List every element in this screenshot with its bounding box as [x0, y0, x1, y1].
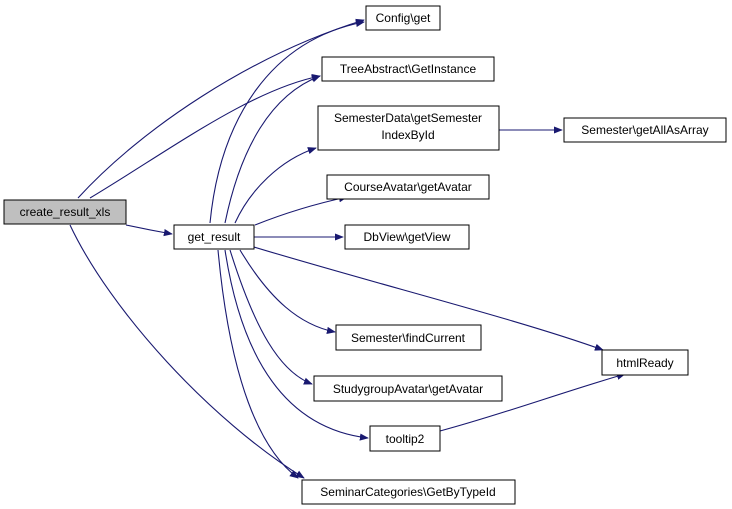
edge-get_result-to-course_avatar — [254, 195, 348, 226]
edge-get_result-to-html_ready — [253, 246, 604, 351]
node-get_result[interactable]: get_result — [173, 224, 255, 250]
edge-get_result-to-studygroup_avatar — [229, 249, 313, 385]
node-course_avatar[interactable]: CourseAvatar\getAvatar — [326, 174, 490, 200]
edge-get_result-to-semester_find_current — [239, 249, 336, 334]
node-label: Config\get — [376, 11, 431, 25]
edge-create_result_xls-to-get_result — [125, 224, 173, 237]
node-label: tooltip2 — [386, 432, 425, 446]
edge-tooltip2-to-html_ready — [439, 372, 626, 432]
node-html_ready[interactable]: htmlReady — [601, 349, 689, 376]
edge-get_result-to-tree_get_instance — [224, 75, 321, 224]
edge-get_result-to-tooltip2 — [224, 249, 369, 441]
node-label: create_result_xls — [20, 205, 111, 219]
node-label: StudygroupAvatar\getAvatar — [333, 382, 483, 396]
node-label: Semester\getAllAsArray — [581, 123, 708, 137]
node-studygroup_avatar[interactable]: StudygroupAvatar\getAvatar — [313, 375, 503, 402]
node-dbview_get_view[interactable]: DbView\getView — [344, 224, 470, 250]
node-label-line1: SemesterData\getSemester — [334, 111, 482, 125]
edge-create_result_xls-to-config_get — [77, 18, 365, 199]
node-semester_data[interactable]: SemesterData\getSemester IndexById — [317, 105, 500, 151]
node-label: SeminarCategories\GetByTypeId — [320, 485, 495, 499]
node-label: DbView\getView — [364, 230, 451, 244]
node-tree_get_instance[interactable]: TreeAbstract\GetInstance — [321, 56, 495, 82]
node-label-line2: IndexById — [381, 128, 434, 142]
node-semester_get_all[interactable]: Semester\getAllAsArray — [563, 117, 727, 143]
edge-create_result_xls-to-tree_get_instance — [89, 74, 321, 199]
node-label: Semester\findCurrent — [351, 331, 466, 345]
edge-get_result-to-config_get — [209, 19, 365, 224]
node-semester_find_current[interactable]: Semester\findCurrent — [335, 324, 482, 351]
node-label: htmlReady — [616, 356, 673, 370]
node-label: get_result — [188, 230, 241, 244]
nodes: create_result_xls get_result Config\get … — [3, 5, 727, 505]
edge-get_result-to-semester_data — [234, 147, 317, 224]
node-create_result_xls[interactable]: create_result_xls — [3, 199, 127, 225]
node-tooltip2[interactable]: tooltip2 — [369, 425, 441, 452]
edge-get_result-to-seminar_categories — [217, 249, 299, 479]
node-seminar_categories[interactable]: SeminarCategories\GetByTypeId — [301, 479, 516, 505]
edges — [69, 18, 626, 479]
edge-create_result_xls-to-seminar_categories — [69, 224, 305, 479]
node-label: CourseAvatar\getAvatar — [344, 180, 472, 194]
node-config_get[interactable]: Config\get — [365, 5, 441, 31]
node-label: TreeAbstract\GetInstance — [340, 62, 477, 76]
